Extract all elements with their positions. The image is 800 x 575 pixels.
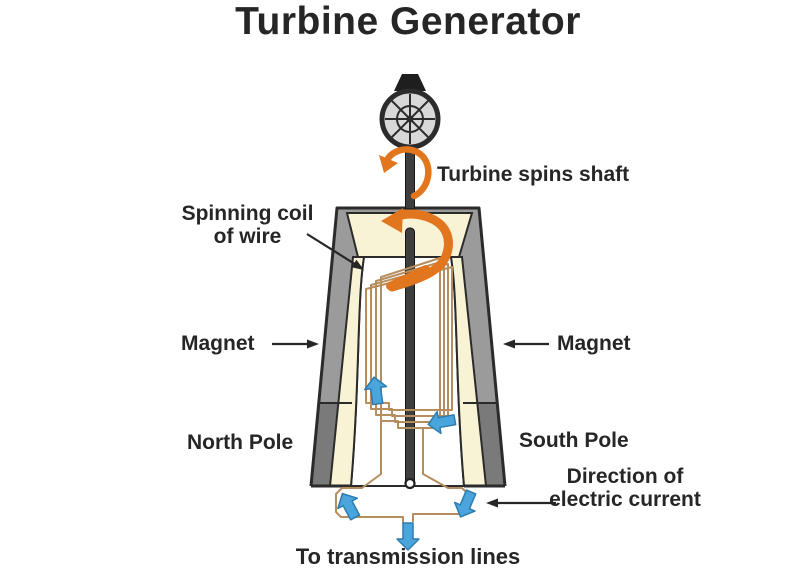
label-spinning-coil: Spinning coil of wire bbox=[181, 202, 314, 248]
label-turbine-spins-shaft: Turbine spins shaft bbox=[437, 163, 630, 186]
page-title: Turbine Generator bbox=[235, 0, 581, 43]
label-pointers bbox=[272, 233, 556, 508]
output-wire-right bbox=[412, 427, 469, 522]
current-arrow-output-down bbox=[396, 522, 420, 551]
magnet-left-pointer-arrowhead bbox=[307, 339, 319, 349]
label-south-pole: South Pole bbox=[519, 429, 629, 452]
direction-pointer-arrowhead bbox=[486, 498, 498, 508]
current-arrow-bottom-left bbox=[337, 492, 361, 521]
magnet-lining-left bbox=[328, 256, 366, 487]
label-magnet-right: Magnet bbox=[557, 332, 631, 355]
shaft-spin-arrowhead bbox=[379, 155, 398, 173]
coil-pointer-line bbox=[306, 233, 359, 267]
turbine-inner-ring bbox=[396, 105, 424, 133]
rotation-arrows bbox=[379, 146, 453, 292]
coil-spin-arrowhead bbox=[381, 208, 403, 233]
magnet-lining-right bbox=[449, 256, 488, 487]
label-magnet-left: Magnet bbox=[181, 332, 255, 355]
current-arrow-coil-left bbox=[427, 410, 457, 435]
magnet-right-pointer-arrowhead bbox=[503, 339, 515, 349]
label-north-pole: North Pole bbox=[187, 431, 294, 454]
shaft-spin-arrow bbox=[382, 146, 432, 200]
current-arrow-bottom-right bbox=[453, 489, 477, 518]
turbine-hub bbox=[406, 115, 414, 123]
current-arrows bbox=[337, 376, 477, 551]
shaft-bearing bbox=[404, 477, 416, 490]
turbine-cap bbox=[394, 74, 426, 91]
label-direction-of-current: Direction of electric current bbox=[549, 465, 701, 511]
turbine-wheel bbox=[379, 74, 441, 150]
current-arrow-coil-up bbox=[363, 376, 388, 406]
output-wire-left bbox=[335, 421, 404, 523]
label-to-transmission-lines: To transmission lines bbox=[295, 544, 521, 569]
coil-pointer-arrowhead bbox=[351, 259, 364, 270]
coil-spin-arrow bbox=[387, 209, 453, 292]
